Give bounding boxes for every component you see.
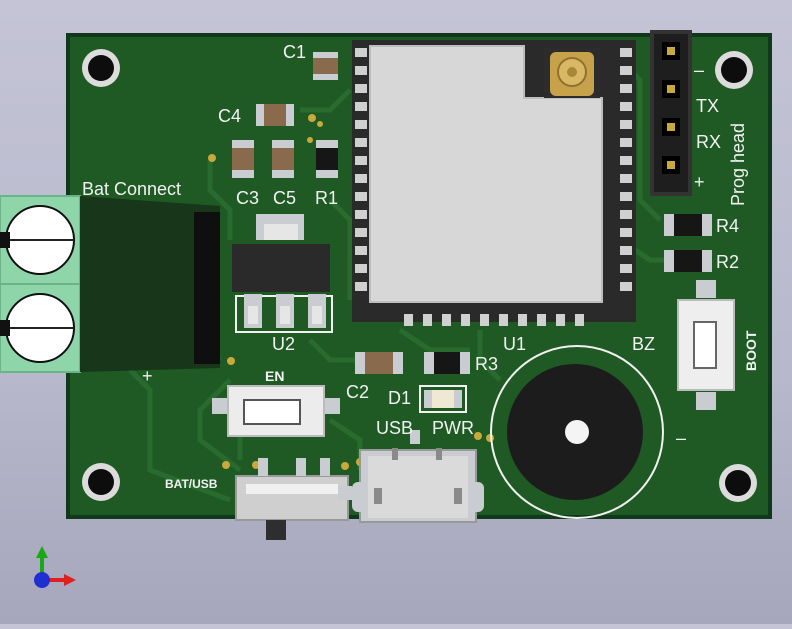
module-pin [620, 156, 632, 165]
label-r3: R3 [475, 354, 498, 374]
component-c4 [256, 104, 294, 126]
module-pin [620, 228, 632, 237]
component-u1-module [352, 40, 636, 326]
label-bat-connect: Bat Connect [82, 179, 181, 199]
module-pin [620, 282, 632, 291]
module-pin [355, 192, 367, 201]
label-c1: C1 [283, 42, 306, 62]
module-pin [355, 246, 367, 255]
label-usb: USB [376, 418, 413, 438]
mounting-holes [82, 49, 757, 502]
label-r4: R4 [716, 216, 739, 236]
component-c1 [313, 52, 338, 80]
label-c3: C3 [236, 188, 259, 208]
component-c2 [355, 352, 403, 374]
label-r1: R1 [315, 188, 338, 208]
component-c3 [232, 140, 254, 178]
mounting-hole-bottom-right [719, 464, 757, 502]
component-r4 [664, 214, 712, 236]
module-pin [620, 264, 632, 273]
component-r2 [664, 250, 712, 272]
component-d1-led [419, 385, 467, 413]
label-d1: D1 [388, 388, 411, 408]
label-bat-usb: BAT/USB [165, 477, 218, 491]
module-pin [404, 314, 413, 326]
prog-header [650, 30, 692, 196]
module-pin [355, 282, 367, 291]
module-pin [355, 156, 367, 165]
module-pin [355, 102, 367, 111]
module-pin [355, 210, 367, 219]
mounting-hole-top-left [82, 49, 120, 87]
module-pin [575, 314, 584, 326]
component-c5 [272, 140, 294, 178]
screw-terminal-block [0, 195, 220, 373]
module-pin [620, 84, 632, 93]
component-u2-regulator [232, 214, 333, 333]
buzzer-bz [490, 345, 664, 519]
label-r2: R2 [716, 252, 739, 272]
label-tx: TX [696, 96, 719, 116]
module-pin [620, 210, 632, 219]
module-pin [620, 246, 632, 255]
axis-gizmo-icon[interactable] [34, 546, 76, 588]
label-bat-plus: + [142, 366, 153, 386]
label-c4: C4 [218, 106, 241, 126]
module-pin [355, 228, 367, 237]
label-c5: C5 [273, 188, 296, 208]
label-en: EN [265, 368, 284, 384]
module-pin [620, 48, 632, 57]
mounting-hole-bottom-left [82, 463, 120, 501]
module-pin [355, 120, 367, 129]
module-pin [556, 314, 565, 326]
label-c2: C2 [346, 382, 369, 402]
label-pwr: PWR [432, 418, 474, 438]
module-pin [620, 120, 632, 129]
label-header-minus: – [694, 60, 704, 80]
label-bz: BZ [632, 334, 655, 354]
bat-usb-slide-switch [235, 458, 352, 540]
module-pin [355, 138, 367, 147]
module-pin [355, 48, 367, 57]
module-pin [355, 264, 367, 273]
label-u2: U2 [272, 334, 295, 354]
mounting-hole-top-right [715, 51, 753, 89]
label-header-plus: + [694, 172, 705, 192]
label-prog-head: Prog head [728, 123, 748, 206]
boot-button [677, 280, 735, 410]
usb-c-connector [352, 430, 484, 523]
module-pin [620, 174, 632, 183]
component-r3 [424, 352, 470, 374]
label-buzzer-minus: – [676, 428, 686, 448]
module-pin [518, 314, 527, 326]
module-pin [620, 102, 632, 111]
module-pin [442, 314, 451, 326]
module-pin [480, 314, 489, 326]
label-boot: BOOT [743, 330, 759, 371]
label-u1: U1 [503, 334, 526, 354]
component-r1 [316, 140, 338, 178]
module-pin [620, 66, 632, 75]
silkscreen-labels: C1 C4 C3 C5 R1 Bat Connect U2 EN C2 D1 R… [82, 42, 759, 491]
module-pin [620, 138, 632, 147]
module-pin [499, 314, 508, 326]
module-pin [423, 314, 432, 326]
module-pin [355, 174, 367, 183]
label-rx: RX [696, 132, 721, 152]
module-pin [537, 314, 546, 326]
module-pin [620, 192, 632, 201]
en-button [212, 385, 340, 437]
module-pin [355, 84, 367, 93]
module-pin [461, 314, 470, 326]
module-pin [355, 66, 367, 75]
